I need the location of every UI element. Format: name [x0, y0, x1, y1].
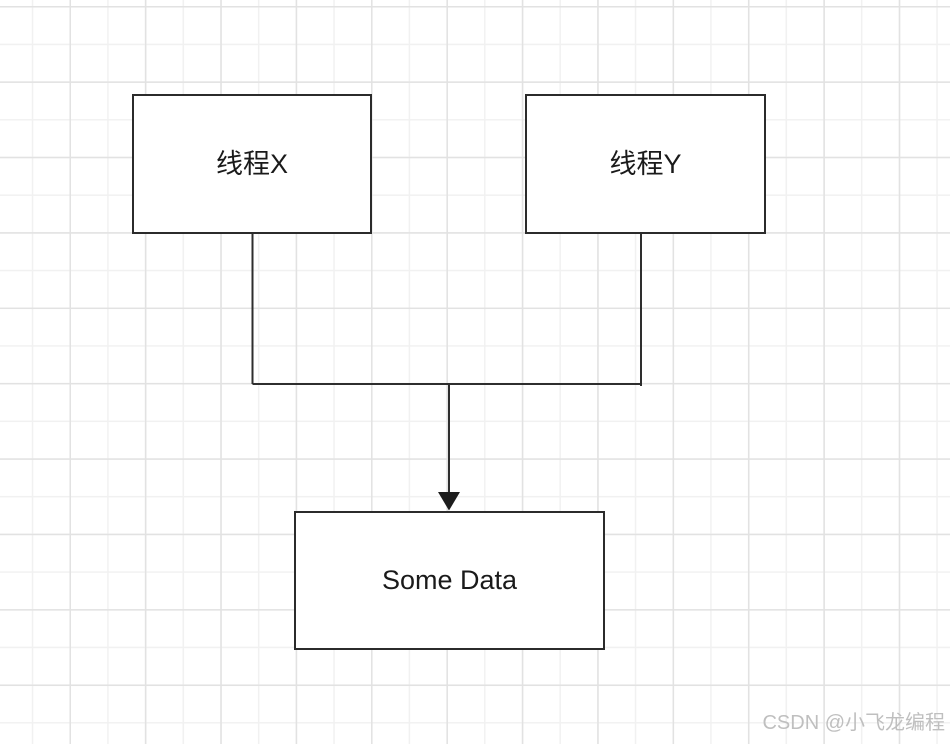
- node-some-data-label: Some Data: [381, 565, 518, 596]
- node-some-data: Some Data: [294, 511, 605, 650]
- watermark: CSDN @小飞龙编程: [762, 712, 945, 734]
- node-thread-y-label: 线程Y: [609, 148, 682, 179]
- node-thread-x: 线程X: [132, 94, 372, 234]
- node-thread-y: 线程Y: [525, 94, 766, 234]
- arrowhead-icon: [438, 492, 460, 511]
- node-thread-x-label: 线程X: [215, 148, 288, 179]
